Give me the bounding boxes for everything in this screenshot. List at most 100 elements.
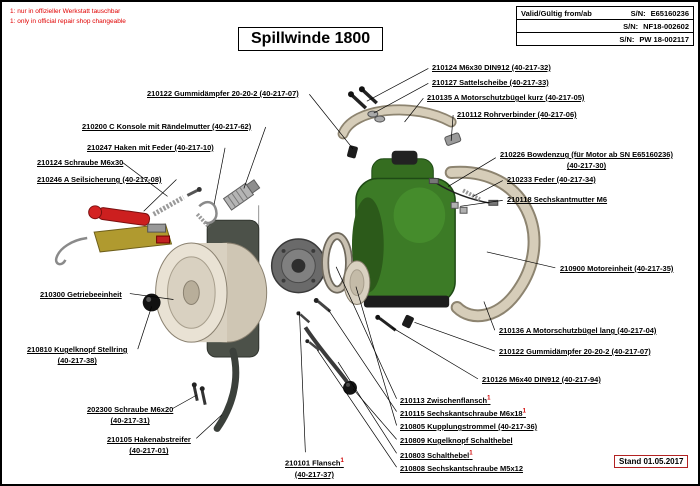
label-text: 210118 Sechskantmutter M6 [507,195,608,204]
konsole-drawing [222,179,261,211]
label-motorschutzbuegel-kurz: 210135 A Motorschutzbügel kurz (40-217-0… [427,92,584,103]
stand-date-box: Stand 01.05.2017 [614,455,689,468]
footnote-de: 1: nur in offizieller Werkstatt tauschba… [10,8,121,15]
validity-row: Valid/Gültig from/ab S/N:E65160236 [517,7,693,20]
serial-number: S/N: PW 18-002117 [619,35,689,44]
label-kupplungstrommel: 210805 Kupplungstrommel (40-217-36) [400,421,537,432]
shift-lever-drawing [303,326,357,395]
label-text: 210135 A Motorschutzbügel kurz (40-217-0… [427,93,585,102]
label-flansch: 210101 Flansch1 (40-217-37) [285,457,344,480]
screws-m6x20-drawing [191,382,207,405]
sn-prefix: S/N: [630,8,646,18]
bowden-cable-drawing [428,178,499,206]
label-text: 210226 Bowdenzug (für Motor ab SN E65160… [500,150,673,159]
label-ref: (40-217-37) [294,469,334,479]
label-bowdenzug: 210226 Bowdenzug (für Motor ab SN E65160… [500,149,673,172]
validity-row: S/N: PW 18-002117 [517,33,693,45]
label-text: 210122 Gummidämpfer 20-20-2 (40-217-07) [499,347,651,356]
label-text-main: 210115 Sechskantschraube M6x18 [400,408,523,418]
label-text: 210136 A Motorschutzbügel lang (40-217-0… [499,326,657,335]
label-getriebeeinheit: 210300 Getriebeeinheit [40,289,122,300]
label-hakenabstreifer: 210105 Hakenabstreifer (40-217-01) [107,434,191,457]
label-feder: 210233 Feder (40-217-34) [507,174,596,185]
validity-box: Valid/Gültig from/ab S/N:E65160236 S/N: N… [516,6,694,46]
label-rohrverbinder: 210112 Rohrverbinder (40-217-06) [457,109,577,120]
label-schalthebel: 210803 Schalthebel1 [400,449,473,461]
top-screws-washers-drawing [348,86,386,123]
hook-spring-drawing [195,200,218,229]
label-text-main: 210113 Zwischenflansch [400,395,488,405]
spring-screw-drawing [152,186,202,217]
label-seilsicherung: 210246 A Seilsicherung (40-217-08) [37,174,162,185]
label-text: 210233 Feder (40-217-34) [507,175,596,184]
label-text: 210200 C Konsole mit Rändelmutter (40-21… [82,122,252,131]
label-konsole: 210200 C Konsole mit Rändelmutter (40-21… [82,121,251,132]
stellring-knob-drawing [142,293,161,312]
label-text: 210113 Zwischenflansch1 [400,395,491,405]
footnotes: 1: nur in offizieller Werkstatt tauschba… [10,7,126,28]
label-ref: (40-217-30) [566,161,607,171]
sn-prefix: S/N: [619,34,635,44]
pipe-connector-drawing [444,132,462,146]
label-text-main: 210803 Schalthebel [400,450,470,460]
label-text: 210808 Sechskantschraube M5x12 [400,464,523,473]
label-sechskantschraube-m5x12: 210808 Sechskantschraube M5x12 [400,463,523,474]
label-zwischenflansch: 210113 Zwischenflansch1 [400,394,490,406]
motorschutzbuegel-lang-drawing [444,165,541,323]
zwischenflansch-drawing [321,232,353,294]
label-text: 210246 A Seilsicherung (40-217-08) [37,175,162,184]
label-motorschutzbuegel-lang: 210136 A Motorschutzbügel lang (40-217-0… [499,325,656,336]
rubber-dampers-drawing [347,145,414,329]
footnote-marker: 1 [340,458,344,464]
label-ref: (40-217-01) [129,446,169,456]
label-m6x40-din912: 210126 M6x40 DIN912 (40-217-94) [482,374,601,385]
label-sattelscheibe: 210127 Sattelscheibe (40-217-33) [432,77,549,88]
sn-prefix: S/N: [623,21,639,31]
label-motoreinheit: 210900 Motoreinheit (40-217-35) [560,263,673,274]
sn-value: PW 18-002117 [639,34,689,44]
label-kugelknopf-schalthebel: 210809 Kugelknopf Schalthebel [400,435,513,446]
label-schraube-m6x20: 202300 Schraube M6x20 (40-217-31) [87,404,173,427]
flange-screws-drawing [296,298,332,352]
label-ref: (40-217-31) [110,416,150,426]
label-text-main: 210101 Flansch [285,458,341,468]
label-gummidaempfer-bottom: 210122 Gummidämpfer 20-20-2 (40-217-07) [499,346,651,357]
footnote-marker: 1 [522,408,526,414]
footnote-en: 1: only in official repair shop changeab… [10,18,126,26]
label-text: 210126 M6x40 DIN912 (40-217-94) [482,375,601,384]
validity-from-label: Valid/Gültig from/ab [521,8,592,18]
label-text: 210810 Kugelknopf Stellring [27,345,128,354]
label-haken-mit-feder: 210247 Haken mit Feder (40-217-10) [87,142,214,153]
label-gummidaempfer-top: 210122 Gummidämpfer 20-20-2 (40-217-07) [147,88,299,99]
serial-number: S/N: NF18-002602 [623,22,689,31]
leader-lines [122,68,556,468]
label-text: 210101 Flansch1 [285,457,344,469]
stand-date-text: Stand 01.05.2017 [619,457,684,466]
label-text: 210247 Haken mit Feder (40-217-10) [87,143,214,152]
validity-row: S/N: NF18-002602 [517,20,693,33]
clutch-drum-drawing [343,260,371,305]
label-text: 210115 Sechskantschraube M6x181 [400,408,526,418]
label-text: 210105 Hakenabstreifer [107,435,191,444]
label-sechskantmutter-m6: 210118 Sechskantmutter M6 [507,194,607,205]
label-ref: (40-217-38) [57,356,97,366]
label-m6x30-din912: 210124 M6x30 DIN912 (40-217-32) [432,62,551,73]
label-text: 210124 M6x30 DIN912 (40-217-32) [432,63,551,72]
footnote-marker: 1 [469,450,473,456]
label-text: 210803 Schalthebel1 [400,450,473,460]
label-text: 210112 Rohrverbinder (40-217-06) [457,110,577,119]
page-title-text: Spillwinde 1800 [251,30,371,47]
winch-exploded-drawing [54,86,541,432]
label-text: 210300 Getriebeeinheit [40,290,122,299]
label-text: 210127 Sattelscheibe (40-217-33) [432,78,549,87]
label-kugelknopf-stellring: 210810 Kugelknopf Stellring (40-217-38) [27,344,127,367]
seilsicherung-drawing [54,205,173,266]
sn-value: NF18-002602 [643,21,689,31]
label-text: 202300 Schraube M6x20 [87,405,174,414]
label-text: 210809 Kugelknopf Schalthebel [400,436,513,445]
label-text: 210900 Motoreinheit (40-217-35) [560,264,674,273]
footnote-marker: 1 [487,395,491,401]
motorschutzbuegel-kurz-drawing [337,104,457,140]
